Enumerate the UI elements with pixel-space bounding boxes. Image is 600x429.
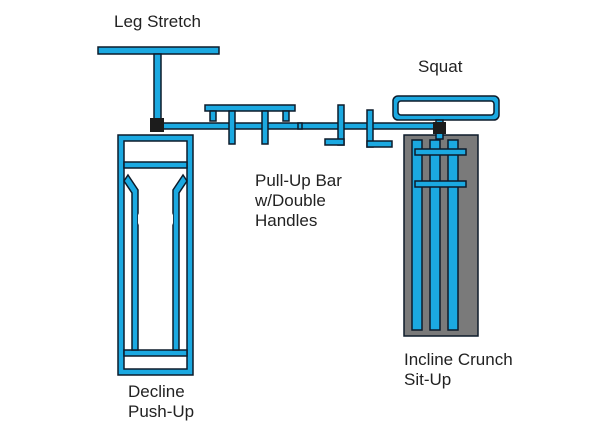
leg-stretch-bar (97, 46, 220, 123)
label-pull-up-bar-line-2: w/Double (255, 191, 326, 210)
joint-right (433, 122, 446, 134)
label-pull-up-bar-line-1: Pull-Up Bar (255, 171, 342, 190)
label-decline-line-2: Push-Up (128, 402, 195, 421)
label-decline-push-up: Decline Push-Up (128, 382, 194, 422)
label-leg-stretch: Leg Stretch (114, 12, 201, 31)
label-squat: Squat (418, 57, 463, 76)
label-incline-line-1: Incline Crunch (404, 350, 513, 369)
label-incline-crunch: Incline Crunch Sit-Up (404, 350, 513, 390)
label-incline-line-2: Sit-Up (404, 370, 452, 389)
label-pull-up-bar-line-3: Handles (255, 211, 318, 230)
squat-platform (392, 95, 500, 127)
pull-up-bar (204, 104, 393, 148)
label-decline-line-1: Decline (128, 382, 185, 401)
joint-left (150, 118, 164, 132)
incline-crunch-board (403, 128, 479, 337)
label-pull-up-bar: Pull-Up Bar w/Double Handles (255, 171, 342, 231)
joints (150, 118, 446, 134)
decline-push-up-tower (117, 134, 194, 376)
